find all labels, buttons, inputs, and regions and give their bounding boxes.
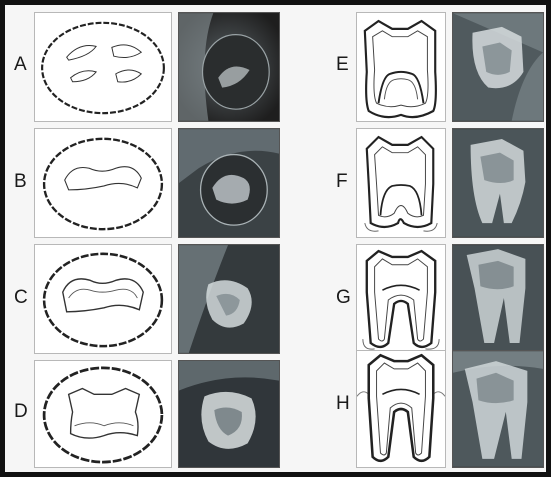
radiograph-complete-crown-icon (179, 361, 279, 467)
stage-label-f: F (336, 172, 348, 191)
crypt-with-cusp-tips-icon (35, 13, 171, 121)
roots-near-complete-icon (357, 245, 445, 353)
radiograph-roots-icon (453, 129, 543, 237)
xray-stage-d (178, 360, 280, 468)
stage-label-b: B (14, 172, 27, 191)
xray-stage-b (178, 128, 280, 238)
xray-stage-h (452, 350, 544, 468)
radiograph-crown-icon (179, 245, 279, 353)
stage-label-e: E (336, 55, 349, 74)
radiograph-crown-forming-icon (179, 129, 279, 237)
root-bifurcation-starting-icon (357, 13, 445, 121)
radiograph-long-roots-icon (453, 245, 543, 353)
drawing-stage-a (34, 12, 172, 122)
drawing-stage-h (356, 350, 446, 468)
stage-label-c: C (14, 288, 28, 307)
radiograph-erupted-molar-icon (453, 351, 543, 467)
crown-outline-in-crypt-icon (35, 129, 171, 237)
stage-label-g: G (336, 288, 351, 307)
complete-crown-in-crypt-icon (35, 361, 171, 467)
stage-label-a: A (14, 55, 27, 74)
xray-stage-a (178, 12, 280, 122)
fully-formed-tooth-icon (357, 351, 445, 467)
drawing-stage-g (356, 244, 446, 354)
xray-stage-e (452, 12, 544, 122)
stage-label-h: H (336, 394, 350, 413)
roots-lengthening-icon (357, 129, 445, 237)
drawing-stage-f (356, 128, 446, 238)
drawing-stage-b (34, 128, 172, 238)
radiograph-crypt-icon (179, 13, 279, 121)
stage-label-d: D (14, 402, 28, 421)
xray-stage-c (178, 244, 280, 354)
crown-with-enamel-in-crypt-icon (35, 245, 171, 353)
drawing-stage-e (356, 12, 446, 122)
drawing-stage-c (34, 244, 172, 354)
radiograph-root-start-icon (453, 13, 543, 121)
xray-stage-g (452, 244, 544, 354)
xray-stage-f (452, 128, 544, 238)
drawing-stage-d (34, 360, 172, 468)
